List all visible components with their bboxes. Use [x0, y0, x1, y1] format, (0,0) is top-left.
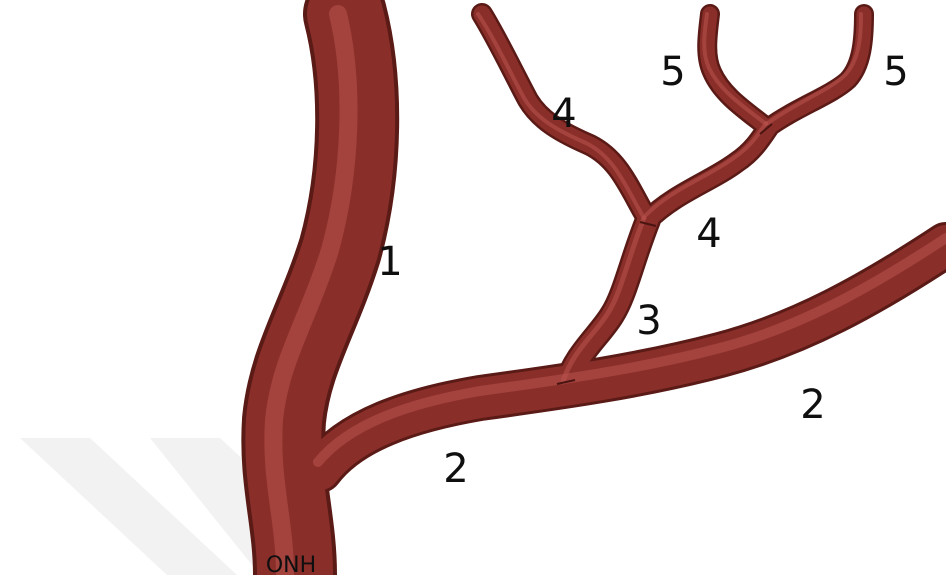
- label-vessel-4-left: 4: [551, 91, 576, 137]
- label-onh: ONH: [266, 553, 316, 575]
- label-vessel-5-left: 5: [660, 49, 685, 95]
- label-vessel-2-left: 2: [443, 446, 468, 492]
- label-vessel-1: 1: [377, 239, 402, 285]
- label-vessel-2-right: 2: [800, 382, 825, 428]
- label-vessel-4-right: 4: [696, 211, 721, 257]
- label-vessel-5-right: 5: [883, 49, 908, 95]
- label-vessel-3: 3: [636, 298, 661, 344]
